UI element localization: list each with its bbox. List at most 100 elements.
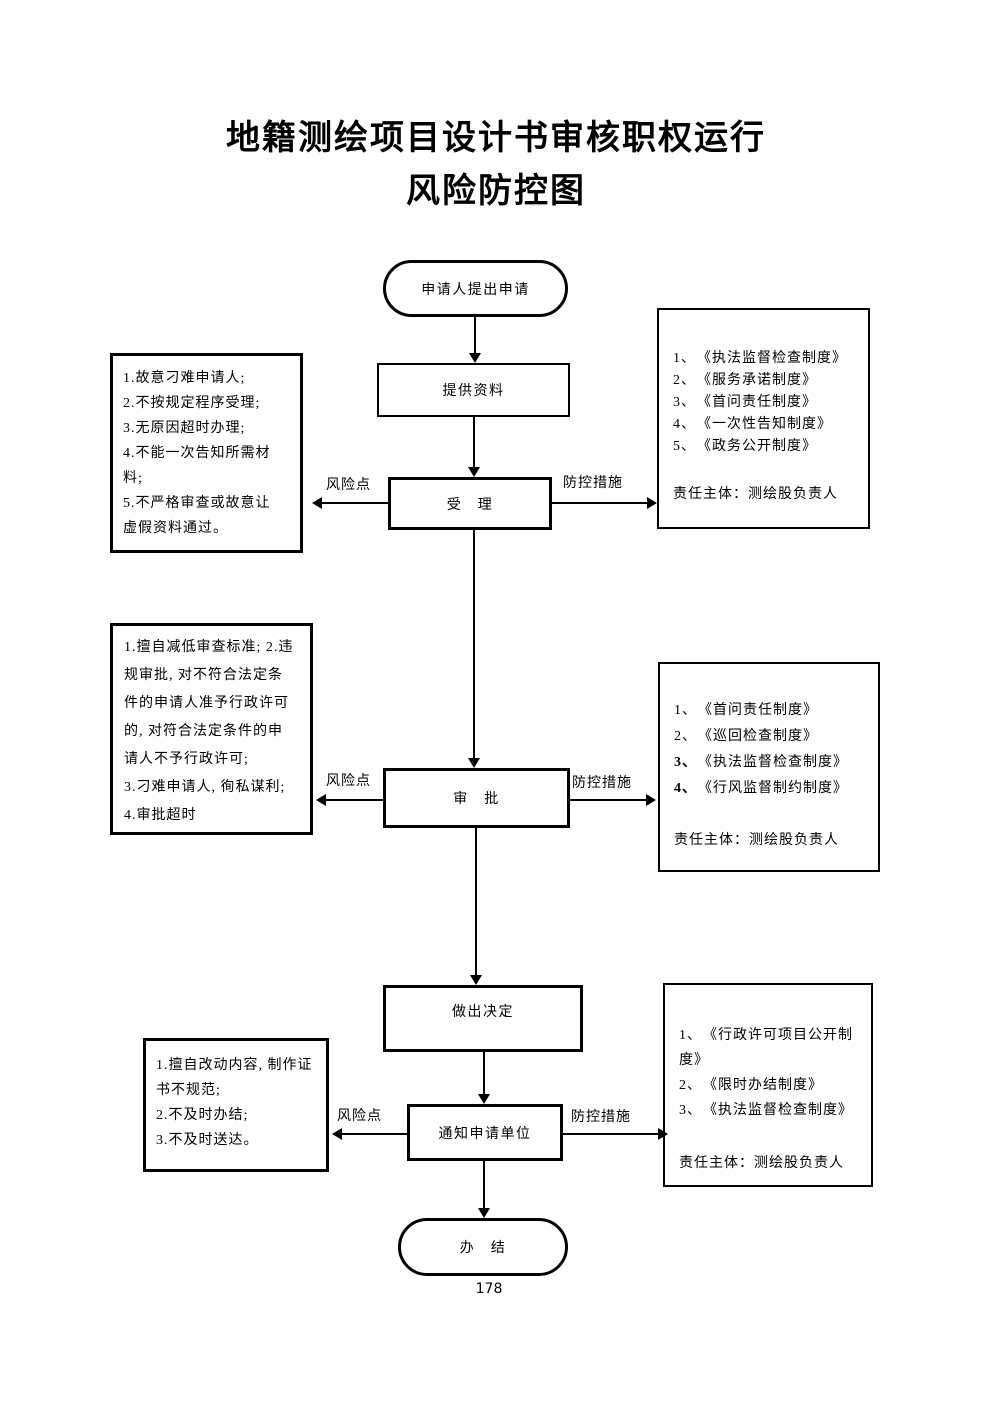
list-item-text: 《执法监督检查制度》 bbox=[710, 1103, 853, 1118]
arrowhead-down-icon bbox=[468, 467, 480, 477]
list-item: 4.审批超时 bbox=[124, 808, 197, 823]
list-item-text: 《限时办结制度》 bbox=[710, 1078, 823, 1093]
arrow-down-accept-to-approve bbox=[468, 530, 480, 768]
list-item-text: 《行政许可项目公开制度》 bbox=[679, 1028, 853, 1068]
list-item: 2.不及时办结; bbox=[156, 1108, 249, 1123]
page-number: 178 bbox=[475, 1281, 503, 1297]
flow-node-provide-materials: 提供资料 bbox=[377, 363, 570, 417]
list-item-number: 4、 bbox=[674, 781, 697, 796]
list-item-number: 1、 bbox=[679, 1028, 702, 1043]
list-item-text: 《首问责任制度》 bbox=[704, 395, 817, 410]
arrow-down-decide-to-notify bbox=[478, 1052, 490, 1104]
responsible-party: 责任主体：测绘股负责人 bbox=[679, 1156, 844, 1171]
list-item-number: 3、 bbox=[674, 755, 697, 770]
list-item-text: 《服务承诺制度》 bbox=[704, 373, 817, 388]
risk-point-label-notify: 风险点 bbox=[337, 1109, 382, 1124]
control-box-approve: 1、《首问责任制度》2、《巡回检查制度》3、《执法监督检查制度》4、《行风监督制… bbox=[658, 662, 880, 872]
control-box-accept: 1、《执法监督检查制度》2、《服务承诺制度》3、《首问责任制度》4、《一次性告知… bbox=[657, 308, 870, 529]
list-item: 3、《首问责任制度》 bbox=[673, 392, 858, 414]
arrowhead-down-icon bbox=[470, 975, 482, 985]
risk-box-approve: 1.擅自减低审查标准; 2.违规审批, 对不符合法定条件的申请人准予行政许可的,… bbox=[110, 623, 313, 835]
list-item: 2、《服务承诺制度》 bbox=[673, 370, 858, 392]
arrowhead-left-icon bbox=[332, 1128, 342, 1140]
control-measure-label-notify: 防控措施 bbox=[571, 1110, 631, 1125]
arrowhead-right-icon bbox=[646, 794, 656, 806]
list-item: 2、《限时办结制度》 bbox=[679, 1073, 861, 1098]
arrow-left-approve-risk bbox=[316, 794, 383, 806]
list-item-number: 4、 bbox=[673, 417, 696, 432]
page-title-line2: 风险防控图 bbox=[406, 173, 586, 210]
arrowhead-down-icon bbox=[478, 1094, 490, 1104]
page-title-line1: 地籍测绘项目设计书审核职权运行 bbox=[226, 120, 766, 157]
arrow-down-start-to-provide bbox=[469, 317, 481, 363]
page-title: 地籍测绘项目设计书审核职权运行 风险防控图 bbox=[0, 112, 992, 218]
list-item: 4.不能一次告知所需材料; bbox=[123, 446, 271, 486]
control-measure-label-accept: 防控措施 bbox=[563, 476, 623, 491]
list-item-text: 《政务公开制度》 bbox=[704, 439, 817, 454]
control-measure-label-approve: 防控措施 bbox=[572, 776, 632, 791]
responsible-party: 责任主体：测绘股负责人 bbox=[673, 487, 838, 502]
list-item: 1、《首问责任制度》 bbox=[674, 698, 868, 724]
list-item: 2、《巡回检查制度》 bbox=[674, 724, 868, 750]
list-item: 1、《行政许可项目公开制度》 bbox=[679, 1023, 861, 1073]
list-item: 3、《执法监督检查制度》 bbox=[674, 750, 868, 776]
list-item: 3.无原因超时办理; bbox=[123, 421, 246, 436]
arrow-right-notify-control bbox=[563, 1128, 668, 1140]
list-item: 5.不严格审查或故意让虚假资料通过。 bbox=[123, 496, 271, 536]
arrowhead-right-icon bbox=[658, 1128, 668, 1140]
arrow-down-notify-to-end bbox=[478, 1161, 490, 1218]
list-item: 2.不按规定程序受理; bbox=[123, 396, 261, 411]
list-item: 1.故意刁难申请人; bbox=[123, 371, 246, 386]
list-item-text: 《行风监督制约制度》 bbox=[705, 781, 848, 796]
list-item-number: 5、 bbox=[673, 439, 696, 454]
flow-node-make-decision: 做出决定 bbox=[383, 985, 583, 1052]
flow-node-start: 申请人提出申请 bbox=[383, 260, 568, 317]
list-item-number: 2、 bbox=[673, 373, 696, 388]
list-item-text: 《首问责任制度》 bbox=[705, 703, 818, 718]
arrow-right-accept-control bbox=[552, 497, 657, 509]
control-box-items: 1、《执法监督检查制度》2、《服务承诺制度》3、《首问责任制度》4、《一次性告知… bbox=[673, 348, 858, 458]
risk-point-label-accept: 风险点 bbox=[326, 478, 371, 493]
list-item-number: 1、 bbox=[674, 703, 697, 718]
responsible-party: 责任主体：测绘股负责人 bbox=[674, 833, 839, 848]
list-item: 3、《执法监督检查制度》 bbox=[679, 1098, 861, 1123]
list-item: 1.擅自减低审查标准; 2.违规审批, 对不符合法定条件的申请人准予行政许可的,… bbox=[124, 640, 294, 767]
control-box-items: 1、《首问责任制度》2、《巡回检查制度》3、《执法监督检查制度》4、《行风监督制… bbox=[674, 698, 868, 802]
list-item: 1.擅自改动内容, 制作证书不规范; bbox=[156, 1058, 313, 1098]
arrow-right-approve-control bbox=[570, 794, 656, 806]
arrow-left-accept-risk bbox=[312, 497, 388, 509]
arrowhead-down-icon bbox=[478, 1208, 490, 1218]
list-item-number: 1、 bbox=[673, 351, 696, 366]
list-item: 5、《政务公开制度》 bbox=[673, 436, 858, 458]
arrow-down-provide-to-accept bbox=[468, 417, 480, 477]
flow-node-approve: 审 批 bbox=[383, 768, 570, 828]
risk-box-notify: 1.擅自改动内容, 制作证书不规范; 2.不及时办结; 3.不及时送达。 bbox=[143, 1038, 329, 1172]
arrow-left-notify-risk bbox=[332, 1128, 407, 1140]
flow-node-end: 办 结 bbox=[398, 1218, 568, 1276]
list-item-number: 2、 bbox=[679, 1078, 702, 1093]
list-item-number: 3、 bbox=[679, 1103, 702, 1118]
control-box-items: 1、《行政许可项目公开制度》2、《限时办结制度》3、《执法监督检查制度》 bbox=[679, 1023, 861, 1123]
list-item-text: 《巡回检查制度》 bbox=[705, 729, 818, 744]
arrowhead-down-icon bbox=[468, 758, 480, 768]
arrowhead-right-icon bbox=[647, 497, 657, 509]
risk-box-accept: 1.故意刁难申请人; 2.不按规定程序受理; 3.无原因超时办理; 4.不能一次告知所… bbox=[110, 353, 303, 553]
arrow-down-approve-to-decide bbox=[470, 828, 482, 985]
list-item: 4、《行风监督制约制度》 bbox=[674, 776, 868, 802]
control-box-notify: 1、《行政许可项目公开制度》2、《限时办结制度》3、《执法监督检查制度》 责任主… bbox=[663, 983, 873, 1187]
list-item-number: 3、 bbox=[673, 395, 696, 410]
arrowhead-left-icon bbox=[316, 794, 326, 806]
list-item: 3.刁难申请人, 徇私谋利; bbox=[124, 780, 286, 795]
list-item: 3.不及时送达。 bbox=[156, 1133, 259, 1148]
list-item-text: 《执法监督检查制度》 bbox=[705, 755, 848, 770]
list-item-number: 2、 bbox=[674, 729, 697, 744]
flow-node-accept: 受 理 bbox=[388, 477, 552, 530]
list-item: 1、《执法监督检查制度》 bbox=[673, 348, 858, 370]
risk-point-label-approve: 风险点 bbox=[326, 774, 371, 789]
arrowhead-left-icon bbox=[312, 497, 322, 509]
list-item: 4、《一次性告知制度》 bbox=[673, 414, 858, 436]
flow-node-notify-applicant: 通知申请单位 bbox=[407, 1104, 563, 1161]
list-item-text: 《一次性告知制度》 bbox=[704, 417, 832, 432]
arrowhead-down-icon bbox=[469, 353, 481, 363]
